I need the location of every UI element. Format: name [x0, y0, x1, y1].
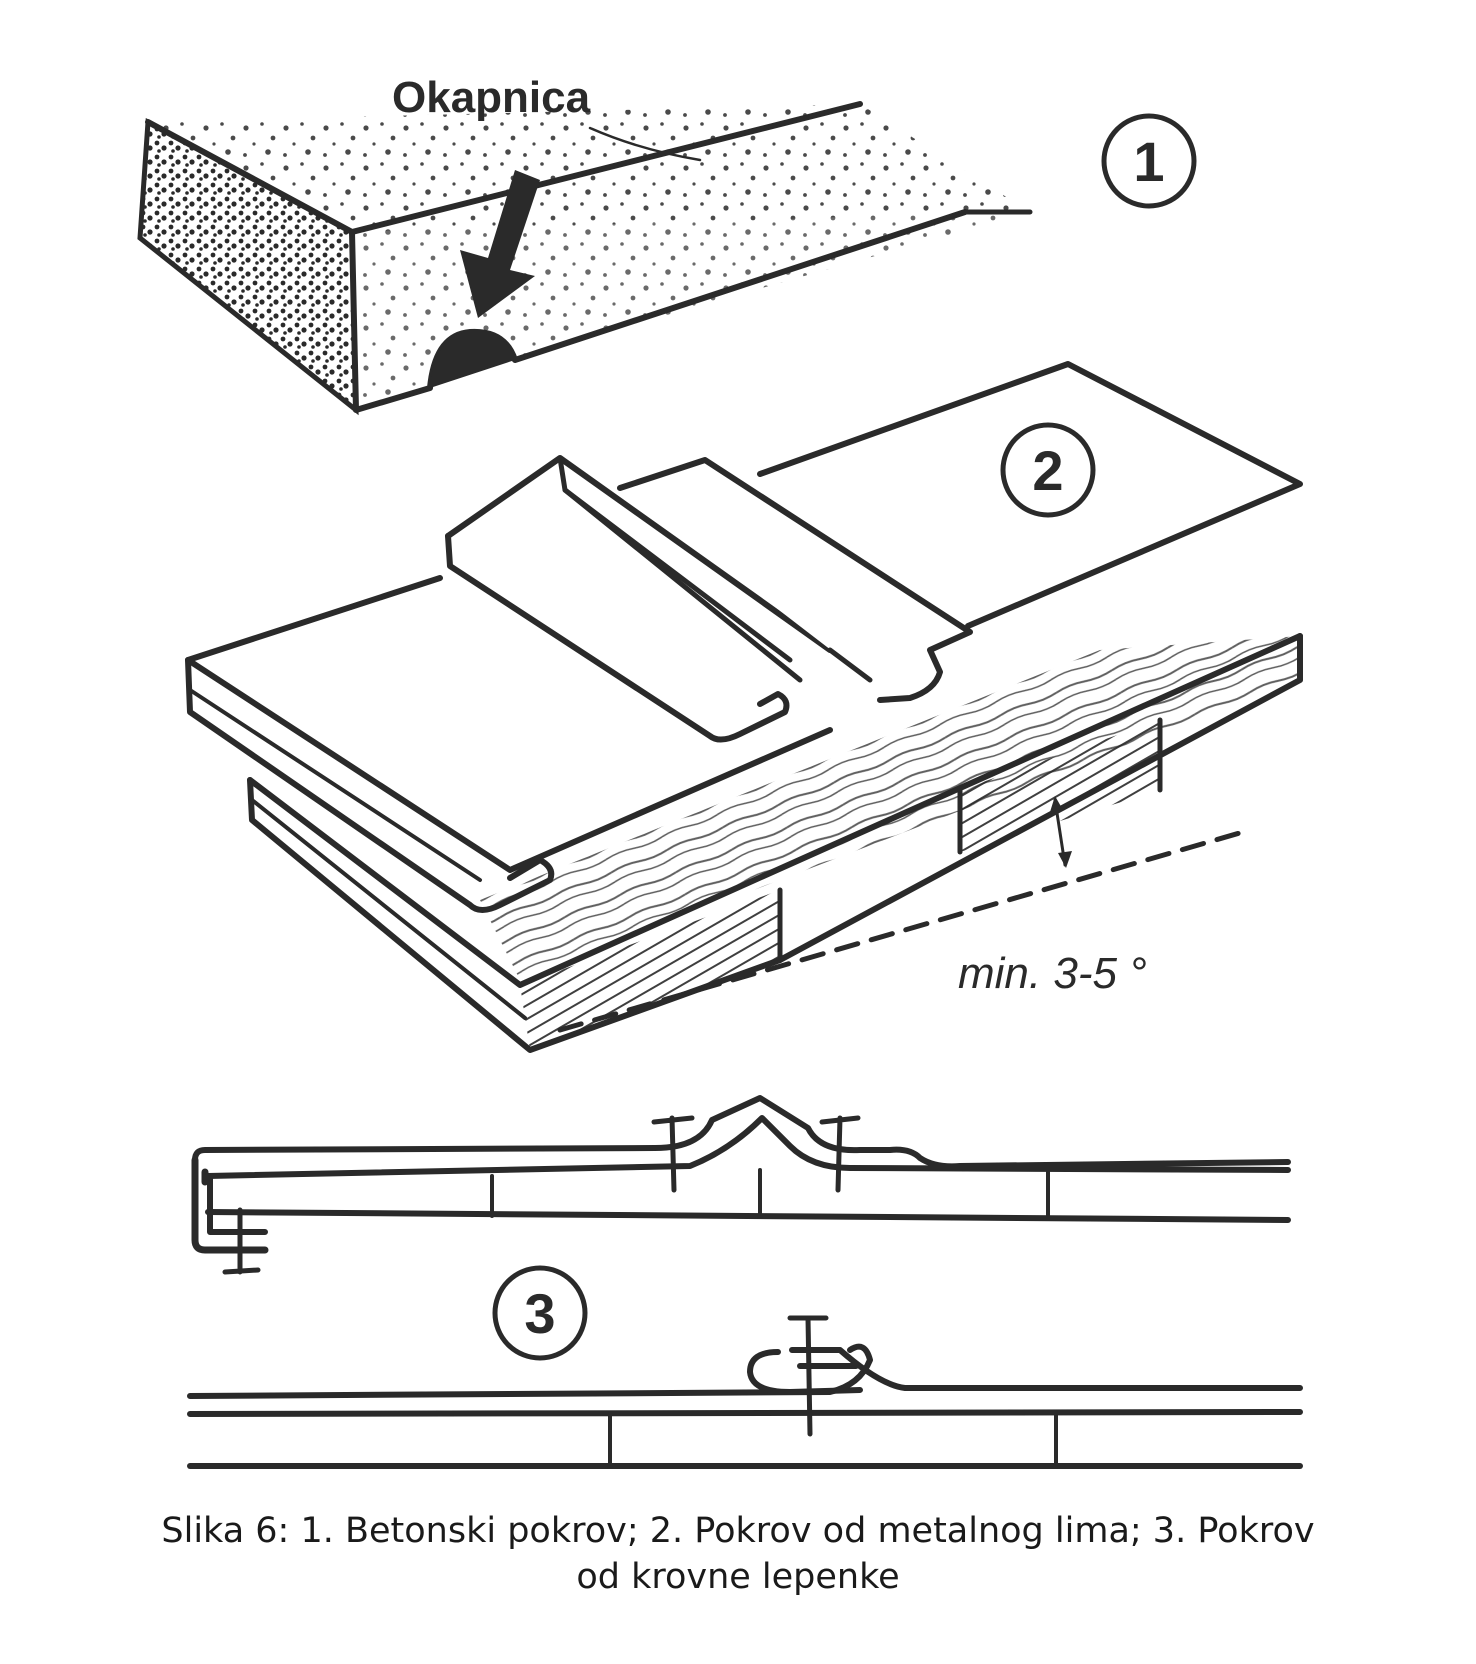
detail-2-number-circle: [1000, 422, 1096, 518]
drip-arrow-icon: [460, 170, 540, 318]
slope-reference-line: [557, 827, 1253, 1033]
coping-front-face: [352, 212, 1030, 410]
detail-1-number: 1: [1133, 130, 1164, 193]
figure-caption: Slika 6: 1. Betonski pokrov; 2. Pokrov o…: [60, 1508, 1416, 1600]
detail-3-roofing-felt: 3: [187, 1095, 1303, 1469]
coping-top-surface: [148, 104, 1030, 232]
middle-sheet: [620, 460, 960, 680]
board-top-grain: [480, 636, 1300, 980]
okapnica-label: Okapnica: [392, 73, 591, 122]
detail-1-concrete-coping: Okapnica 1: [137, 73, 1197, 416]
felt-section-upper: [191, 1095, 1291, 1275]
detail-2-sheet-metal: min. 3-5 ° 2: [185, 361, 1303, 1053]
detail-3-number: 3: [524, 1282, 555, 1345]
board-end-grain: [520, 890, 780, 1050]
drip-groove: [430, 331, 515, 388]
caption-line-1: Slika 6: 1. Betonski pokrov; 2. Pokrov o…: [161, 1511, 1315, 1551]
detail-1-number-circle: [1101, 113, 1197, 209]
detail-3-number-circle: [492, 1265, 588, 1361]
standing-seam: [448, 458, 800, 730]
detail-2-number: 2: [1032, 439, 1063, 502]
slope-angle-label: min. 3-5 °: [958, 949, 1147, 998]
left-sheet: [188, 578, 830, 890]
board-end-grain-2: [960, 720, 1160, 852]
caption-line-2: od krovne lepenke: [576, 1557, 900, 1597]
felt-section-lower: [187, 1315, 1303, 1469]
